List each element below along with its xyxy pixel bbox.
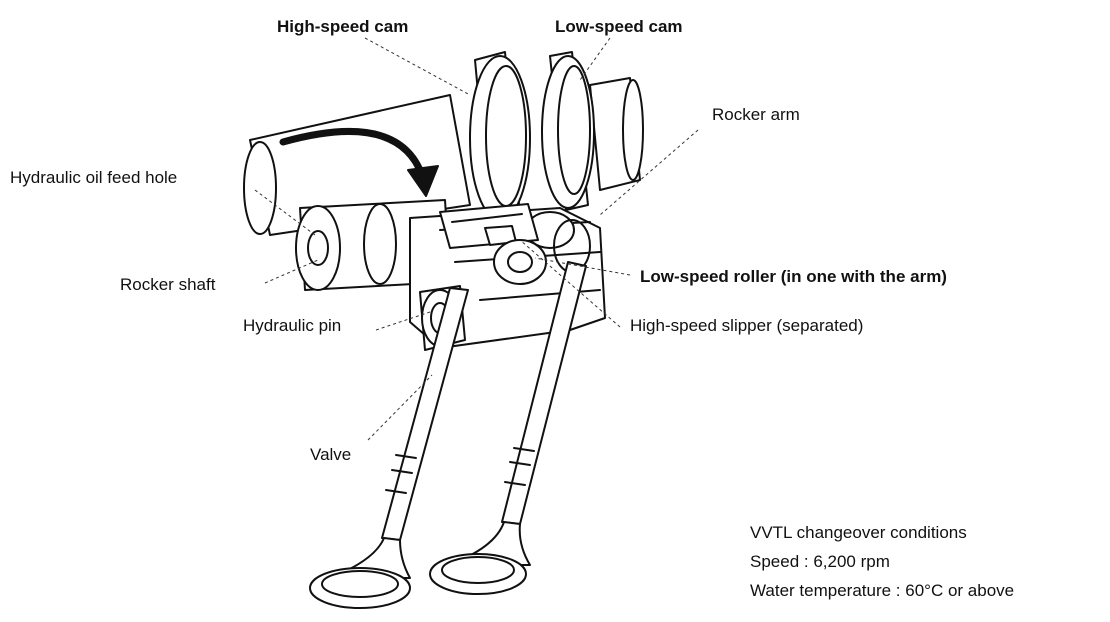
camshaft — [243, 77, 644, 236]
conditions-title: VVTL changeover conditions — [750, 523, 967, 542]
label-valve: Valve — [310, 445, 352, 464]
label-rocker-arm: Rocker arm — [712, 105, 800, 124]
conditions-water-temperature: Water temperature : 60°C or above — [750, 581, 1015, 600]
label-low-speed-cam: Low-speed cam — [555, 17, 683, 36]
label-hydraulic-oil-feed-hole: Hydraulic oil feed hole — [10, 168, 178, 187]
changeover-conditions: VVTL changeover conditions Speed : 6,200… — [750, 518, 1014, 605]
leader-high-speed-slipper — [519, 239, 621, 328]
label-high-speed-cam: High-speed cam — [277, 17, 409, 36]
leader-rocker-shaft — [264, 259, 319, 284]
valve-left — [309, 287, 469, 609]
leader-low-speed-cam — [579, 37, 611, 81]
label-rocker-shaft: Rocker shaft — [120, 275, 216, 294]
high-speed-cam-lobe — [469, 51, 531, 223]
leader-low-speed-roller — [534, 257, 631, 276]
valve-right — [429, 261, 587, 595]
low-speed-roller — [493, 239, 547, 285]
low-speed-cam-lobe — [541, 51, 595, 211]
label-low-speed-roller: Low-speed roller (in one with the arm) — [640, 267, 947, 286]
high-speed-slipper — [439, 203, 539, 249]
rotation-arrow-icon — [279, 128, 439, 197]
label-hydraulic-pin: Hydraulic pin — [243, 316, 342, 335]
label-high-speed-slipper: High-speed slipper (separated) — [630, 316, 864, 335]
leader-rocker-arm — [599, 129, 699, 216]
conditions-speed: Speed : 6,200 rpm — [750, 552, 890, 571]
leader-high-speed-cam — [364, 37, 471, 96]
leader-hydraulic-oil-feed-hole — [254, 189, 316, 236]
